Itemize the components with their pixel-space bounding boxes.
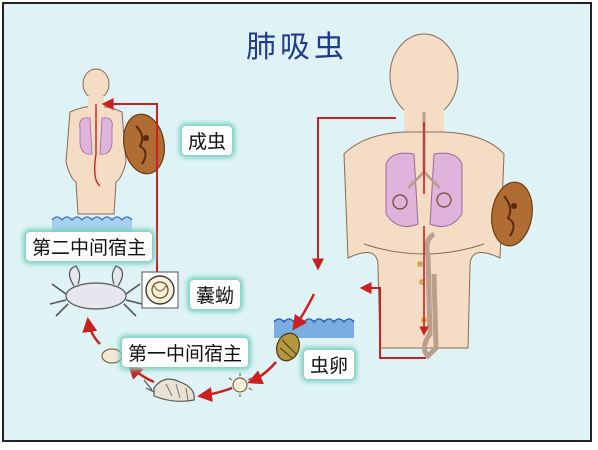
arrow-mouth-to-ground (312, 117, 396, 271)
lifecycle-illustration (49, 33, 533, 402)
crab-illustration (49, 265, 143, 317)
snail-illustration (143, 378, 195, 402)
arrow-down-to-egg (292, 293, 316, 331)
arrow-miracidium-to-snail (197, 386, 233, 402)
small-human-figure (65, 68, 127, 215)
arrow-egg-to-miracidium (247, 361, 277, 385)
metacercaria-illustration (141, 271, 179, 309)
arrow-snail-to-cercaria (127, 363, 155, 384)
adult-fluke-illustration-large (491, 181, 533, 247)
arrow-stool-to-egg (359, 282, 426, 359)
diagram-title: 肺吸虫 (246, 30, 348, 65)
miracidium-illustration (228, 373, 253, 397)
diagram-canvas: 肺吸虫 成虫 第二中间宿主 囊蚴 第一中间宿主 虫卵 (2, 2, 592, 442)
label-adult: 成虫 (182, 126, 233, 155)
adult-fluke-illustration-small (123, 113, 165, 175)
arrow-cercaria-to-crab (82, 317, 101, 345)
label-second-intermediate-host: 第二中间宿主 (26, 232, 153, 261)
label-metacercaria: 囊蚴 (190, 280, 241, 309)
label-first-intermediate-host: 第一中间宿主 (122, 338, 249, 367)
label-egg: 虫卵 (304, 350, 355, 379)
water-strip-left (51, 216, 133, 232)
large-human-figure (343, 33, 505, 360)
egg-illustration (276, 332, 300, 362)
